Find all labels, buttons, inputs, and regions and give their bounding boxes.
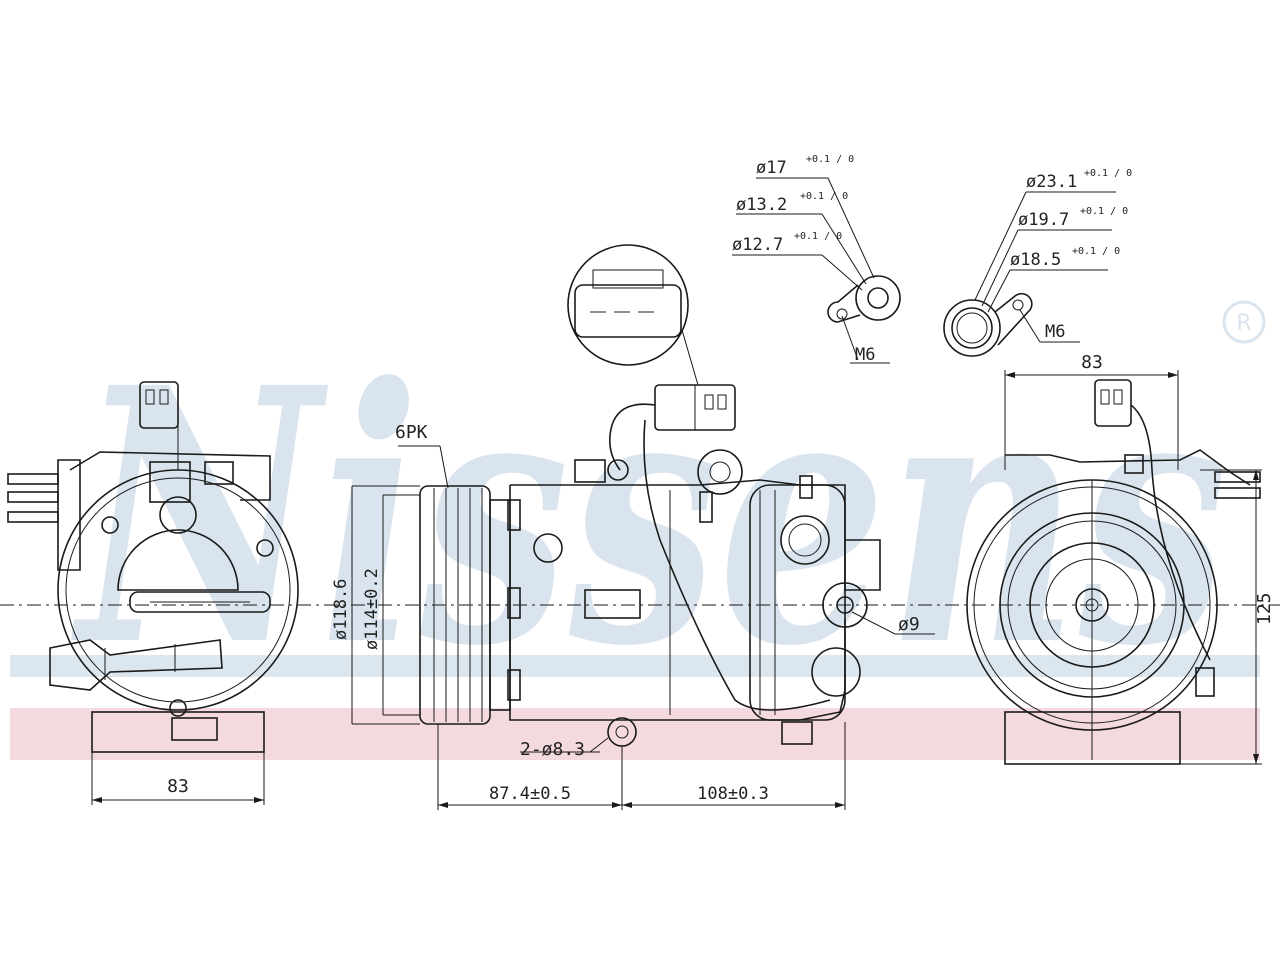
port-small-d1-tol: +0.1 / 0 <box>806 154 854 165</box>
port-large-d1: ø23.1 <box>1026 172 1077 192</box>
left-width-label: 83 <box>167 776 189 797</box>
port-large-d2: ø19.7 <box>1018 210 1069 230</box>
port-large-d2-tol: +0.1 / 0 <box>1080 206 1128 217</box>
length-a-label: 87.4±0.5 <box>489 784 571 804</box>
port-large-outer <box>943 299 1001 357</box>
port-small-d3: ø12.7 <box>732 235 783 255</box>
right-width-label: 83 <box>1081 352 1103 373</box>
length-b-label: 108±0.3 <box>697 784 769 804</box>
port-large-thread: M6 <box>1045 322 1065 342</box>
port-small-outer <box>855 275 901 321</box>
left-view: 83 <box>7 381 299 805</box>
pulley-inner-diameter: ø114±0.2 <box>362 568 382 650</box>
registered-mark-circle <box>1222 300 1266 344</box>
port-large-detail: ø23.1 +0.1 / 0 ø19.7 +0.1 / 0 ø18.5 +0.1… <box>943 168 1132 357</box>
port-large-d3-tol: +0.1 / 0 <box>1072 246 1120 257</box>
right-view: 83 125 <box>966 352 1275 765</box>
pulley-type-label: 6PK <box>395 422 428 443</box>
right-height-label: 125 <box>1254 592 1275 625</box>
watermark-band-blue <box>10 655 1260 677</box>
center-view: ø9 6PK ø118.6 ø114±0.2 2-ø8.3 <box>331 384 935 810</box>
port-small-thread: M6 <box>855 345 875 365</box>
registered-mark-letter: R <box>1236 311 1251 336</box>
port-small-detail: ø17 +0.1 / 0 ø13.2 +0.1 / 0 ø12.7 +0.1 /… <box>732 154 901 365</box>
mount-holes-label: 2-ø8.3 <box>520 739 585 760</box>
port-large-d1-tol: +0.1 / 0 <box>1084 168 1132 179</box>
port-small-d2-tol: +0.1 / 0 <box>800 191 848 202</box>
connector-detail-circle <box>567 244 689 366</box>
side-hole-label: ø9 <box>898 614 920 635</box>
watermark: Nissens R <box>10 300 1266 760</box>
connector-detail <box>567 244 699 386</box>
port-small-d1: ø17 <box>756 158 787 178</box>
port-small-d3-tol: +0.1 / 0 <box>794 231 842 242</box>
watermark-brand: Nissens <box>70 311 1228 723</box>
port-small-d2: ø13.2 <box>736 195 787 215</box>
pulley-outer-diameter: ø118.6 <box>331 579 351 640</box>
port-large-d3: ø18.5 <box>1010 250 1061 270</box>
